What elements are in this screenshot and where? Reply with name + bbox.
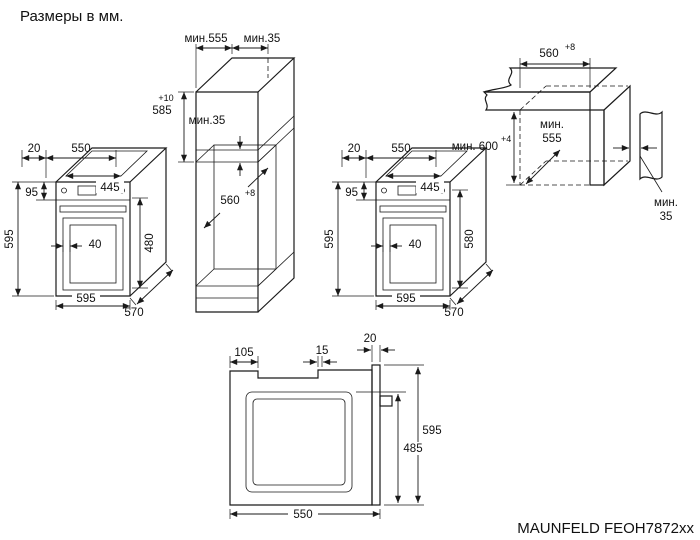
dim-cabinet-niche-height: +10 585 (152, 91, 194, 163)
dim-door-thickness: 20 (364, 333, 377, 345)
dim-top-offset: 20 (28, 143, 41, 155)
dim-front-gap: 15 (316, 345, 329, 357)
dim-oven-right-depth: 570 (444, 263, 494, 319)
dim-oven-right-panel-height: 95 (332, 181, 376, 201)
dim-niche-height-tol: +10 (158, 93, 173, 103)
dim-oven-right-top: 20 550 (341, 143, 437, 178)
label-bg (72, 292, 100, 304)
dim-top-depth: 550 (391, 143, 410, 155)
dim-cabinet-niche-depth: 560 +8 (203, 167, 269, 229)
dim-depth: 570 (444, 307, 463, 319)
dim-depth-min-line2: 555 (542, 133, 561, 145)
dim-oven-right-cavity-height: 580 (452, 189, 476, 289)
dim-oven-right-opening-width: 445 (385, 173, 444, 194)
dim-niche-height: мин. 600 +4 (452, 109, 522, 186)
side-panel-right-face (603, 84, 631, 187)
oven-front-view-left: 20 550 95 595 445 40 (4, 143, 174, 319)
worktop-front-face (482, 91, 591, 111)
dim-niche-width: 560 +8 (519, 42, 591, 88)
dim-section-body-height: 485 (356, 391, 428, 504)
dim-cavity-height: 480 (144, 233, 156, 252)
dim-rear-gap: мин. 35 (613, 145, 678, 223)
label-bg (404, 238, 426, 251)
dim-front-height: 595 (4, 229, 16, 248)
dim-niche-depth-tol: +8 (245, 188, 255, 198)
cabinet-top-face (195, 57, 296, 93)
dim-opening-width: 445 (420, 182, 439, 194)
dim-cabinet-top: мин.555 мин.35 (184, 33, 280, 88)
label-bg (399, 442, 428, 455)
label-bg (84, 238, 106, 251)
dim-oven-left-depth: 570 (124, 263, 174, 319)
dim-width: 595 (76, 293, 95, 305)
dim-oven-left-panel-height: 95 (12, 181, 56, 201)
dim-niche-width-tol: +8 (565, 42, 575, 52)
dim-oven-left-top: 20 550 (21, 143, 117, 178)
dim-cabinet-shelf-gap: мин.35 (189, 115, 243, 176)
dim-shelf-gap-min: мин.35 (189, 115, 226, 127)
dim-top-offset: 20 (348, 143, 361, 155)
dim-rear-gap-line2: 35 (660, 211, 673, 223)
dim-front-height: 595 (324, 229, 336, 248)
worktop-niche-view: 560 +8 мин. 600 +4 мин. 555 мин. 35 (452, 42, 678, 223)
dim-total-height: 595 (422, 425, 441, 437)
dim-niche-height-tol: +4 (501, 134, 511, 144)
page-title: Размеры в мм. (20, 8, 123, 25)
dim-depth: 550 (293, 509, 312, 521)
cabinet-right-face (257, 58, 295, 313)
dim-section-rear-offset: 105 (229, 347, 259, 368)
label-bg (416, 180, 444, 193)
rear-wall-section (639, 110, 663, 181)
dim-depth: 570 (124, 307, 143, 319)
tall-cabinet-view: мин.555 мин.35 +10 585 мин.35 560 +8 (152, 33, 296, 313)
dim-oven-right-width: 595 (375, 292, 451, 310)
dim-top-depth: 550 (71, 143, 90, 155)
dim-niche-width: 560 (539, 48, 558, 60)
model-label: MAUNFELD FEOH7872xx (517, 520, 694, 537)
dim-cavity-height: 580 (464, 229, 476, 248)
dim-section-front-gap: 15 (303, 345, 337, 367)
dim-rear-offset: 105 (234, 347, 253, 359)
dim-oven-right-inner-offset: 40 (371, 238, 426, 252)
dim-niche-height-min: мин. 600 (452, 141, 498, 153)
dim-section-depth: 550 (229, 508, 381, 521)
niche-back-wall (213, 144, 277, 270)
dim-depth-min-line1: мин. (540, 119, 564, 131)
dim-cabinet-depth-min: мин.555 (184, 33, 227, 45)
oven-isometric-drawing (55, 147, 167, 297)
dim-oven-left-front-height: 595 (4, 181, 54, 297)
worktop-top-face (483, 67, 618, 93)
dim-oven-left-inner-offset: 40 (51, 238, 106, 252)
dim-panel-height: 95 (345, 187, 358, 199)
dim-section-total-height: 595 (384, 364, 442, 506)
side-panel-front (589, 109, 605, 186)
dim-niche-depth: 560 (220, 195, 239, 207)
oven-isometric-drawing (375, 147, 487, 297)
dim-oven-left-opening-width: 445 (65, 173, 124, 194)
dim-opening-width: 445 (100, 182, 119, 194)
dim-inner-offset: 40 (89, 239, 102, 251)
cavity-outline (245, 391, 353, 493)
dim-rear-gap-min: мин.35 (244, 33, 281, 45)
side-section-view: 105 15 20 595 485 (229, 333, 442, 521)
dim-niche-height: 585 (152, 105, 171, 117)
oven-front-view-right: 20 550 95 595 445 40 (324, 143, 494, 319)
dim-rear-gap-line1: мин. (654, 197, 678, 209)
dim-oven-left-width: 595 (55, 292, 131, 310)
dim-width: 595 (396, 293, 415, 305)
door-handle-section (379, 395, 393, 407)
dim-inner-offset: 40 (409, 239, 422, 251)
dim-section-door-thickness: 20 (357, 333, 395, 362)
oven-door-section (371, 364, 381, 506)
dim-oven-right-front-height: 595 (324, 181, 374, 297)
dim-panel-height: 95 (25, 187, 38, 199)
label-bg (288, 508, 318, 521)
label-bg (96, 180, 124, 193)
dim-niche-depth: мин. 555 (525, 119, 564, 185)
dim-body-height: 485 (403, 443, 422, 455)
label-bg (392, 292, 420, 304)
